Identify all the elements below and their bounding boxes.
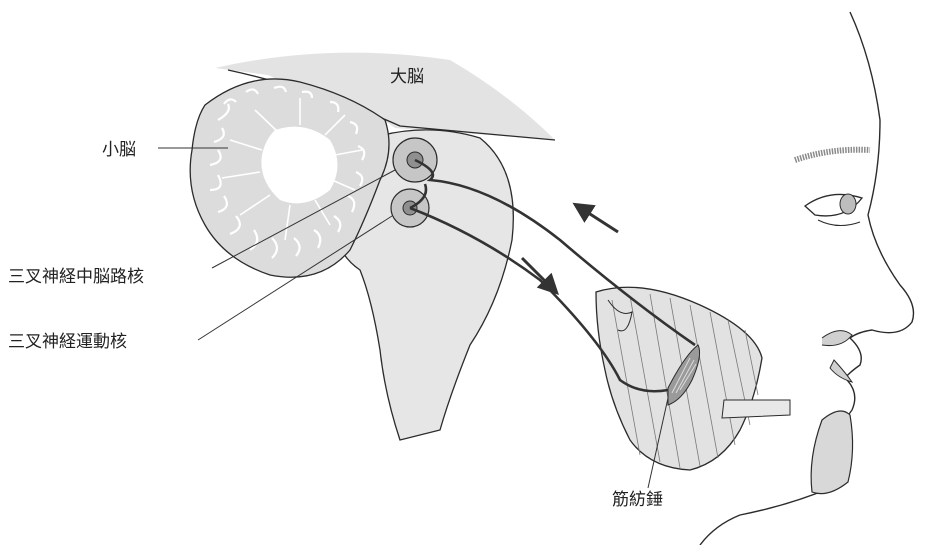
afferent-arrow [576, 205, 618, 232]
face-profile [700, 12, 914, 545]
cerebellum-label: 小脳 [102, 140, 136, 160]
efferent-arrow [522, 258, 556, 292]
mesencephalic-nucleus-label: 三叉神経中脳路核 [8, 267, 144, 287]
cerebrum-label: 大脳 [390, 67, 424, 87]
muscle-spindle-label: 筋紡錘 [612, 490, 663, 510]
motor-nucleus-label: 三叉神経運動核 [8, 332, 127, 352]
